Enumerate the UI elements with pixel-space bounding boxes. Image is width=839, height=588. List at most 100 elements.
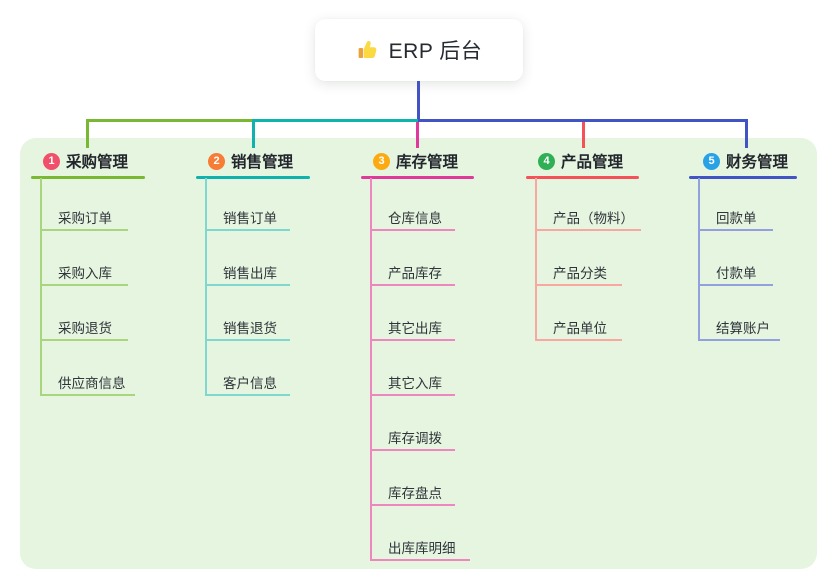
child-node[interactable]: 采购订单 — [58, 207, 112, 227]
child-node[interactable]: 销售订单 — [223, 207, 277, 227]
branch-trunk-line — [40, 178, 42, 396]
child-node-label: 回款单 — [716, 211, 757, 226]
child-node[interactable]: 采购退货 — [58, 317, 112, 337]
child-node-label: 销售订单 — [223, 211, 277, 226]
child-underline — [205, 394, 290, 396]
branch-node[interactable]: 1 采购管理 — [43, 151, 128, 171]
child-node-label: 采购退货 — [58, 321, 112, 336]
branch-connector-drop — [86, 119, 89, 148]
child-underline — [535, 229, 641, 231]
branch-underline — [526, 176, 639, 179]
branch-node[interactable]: 4 产品管理 — [538, 151, 623, 171]
root-node-label: ERP 后台 — [388, 40, 483, 63]
child-node-label: 产品（物料） — [553, 211, 634, 226]
branch-connector-drop — [416, 122, 419, 148]
child-node-label: 客户信息 — [223, 376, 277, 391]
branch-underline — [361, 176, 474, 179]
branch-underline — [196, 176, 310, 179]
child-underline — [698, 284, 773, 286]
child-underline — [370, 449, 455, 451]
child-node-label: 销售出库 — [223, 266, 277, 281]
branch-node[interactable]: 2 销售管理 — [208, 151, 293, 171]
child-node-label: 产品分类 — [553, 266, 607, 281]
branch-connector-drop — [745, 119, 748, 148]
child-node[interactable]: 产品库存 — [388, 262, 442, 282]
child-node-label: 采购订单 — [58, 211, 112, 226]
branch-trunk-line — [205, 178, 207, 396]
child-underline — [40, 229, 128, 231]
child-node-label: 销售退货 — [223, 321, 277, 336]
child-node-label: 采购入库 — [58, 266, 112, 281]
child-node[interactable]: 出库库明细 — [388, 537, 456, 557]
branch-node-label: 产品管理 — [561, 154, 624, 171]
child-node[interactable]: 产品（物料） — [553, 207, 634, 227]
branch-node[interactable]: 5 财务管理 — [703, 151, 788, 171]
branch-node-label: 库存管理 — [396, 154, 459, 171]
child-node[interactable]: 仓库信息 — [388, 207, 442, 227]
child-node-label: 仓库信息 — [388, 211, 442, 226]
mindmap-panel — [20, 138, 817, 569]
child-node[interactable]: 销售退货 — [223, 317, 277, 337]
branch-connector-drop — [252, 119, 255, 148]
branch-connector-drop — [582, 119, 585, 148]
child-underline — [40, 339, 128, 341]
child-underline — [40, 284, 128, 286]
branch-number-badge: 2 — [208, 152, 225, 170]
root-node[interactable]: ERP 后台 — [315, 19, 523, 81]
child-node[interactable]: 销售出库 — [223, 262, 277, 282]
child-node-label: 库存调拨 — [388, 431, 442, 446]
child-node-label: 库存盘点 — [388, 486, 442, 501]
child-underline — [535, 284, 622, 286]
branch-trunk-line — [698, 178, 700, 341]
child-node[interactable]: 产品分类 — [553, 262, 607, 282]
child-underline — [370, 504, 455, 506]
child-underline — [205, 284, 290, 286]
child-node[interactable]: 供应商信息 — [58, 372, 126, 392]
child-node[interactable]: 付款单 — [716, 262, 757, 282]
child-underline — [205, 229, 290, 231]
branch-node[interactable]: 3 库存管理 — [373, 151, 458, 171]
branch-trunk-line — [535, 178, 537, 341]
child-node[interactable]: 采购入库 — [58, 262, 112, 282]
branch-number-badge: 1 — [43, 152, 60, 170]
branch-trunk-line — [370, 178, 372, 561]
child-underline — [370, 559, 470, 561]
child-node[interactable]: 结算账户 — [716, 317, 770, 337]
child-node[interactable]: 客户信息 — [223, 372, 277, 392]
child-node-label: 其它入库 — [388, 376, 442, 391]
branch-underline — [689, 176, 797, 179]
child-underline — [698, 339, 780, 341]
branch-number-badge: 4 — [538, 152, 555, 170]
root-connector-line — [417, 81, 420, 120]
child-node-label: 其它出库 — [388, 321, 442, 336]
child-underline — [370, 284, 455, 286]
child-node[interactable]: 其它出库 — [388, 317, 442, 337]
child-node-label: 供应商信息 — [58, 376, 126, 391]
child-node[interactable]: 库存调拨 — [388, 427, 442, 447]
child-node-label: 结算账户 — [716, 321, 770, 336]
branch-node-label: 财务管理 — [726, 154, 789, 171]
child-underline — [535, 339, 622, 341]
child-underline — [698, 229, 773, 231]
branch-underline — [31, 176, 145, 179]
branch-connector-h — [87, 119, 254, 122]
branch-node-label: 销售管理 — [231, 154, 294, 171]
child-node[interactable]: 其它入库 — [388, 372, 442, 392]
child-node[interactable]: 回款单 — [716, 207, 757, 227]
child-underline — [40, 394, 135, 396]
branch-connector-h — [254, 119, 418, 122]
child-node-label: 产品单位 — [553, 321, 607, 336]
child-underline — [370, 229, 455, 231]
branch-connector-h — [418, 119, 748, 122]
child-node[interactable]: 库存盘点 — [388, 482, 442, 502]
branch-number-badge: 5 — [703, 152, 720, 170]
branch-node-label: 采购管理 — [66, 154, 129, 171]
child-underline — [370, 394, 455, 396]
child-node[interactable]: 产品单位 — [553, 317, 607, 337]
child-underline — [205, 339, 290, 341]
child-node-label: 付款单 — [716, 266, 757, 281]
thumbs-up-icon — [356, 38, 380, 62]
branch-number-badge: 3 — [373, 152, 390, 170]
child-node-label: 出库库明细 — [388, 541, 456, 556]
